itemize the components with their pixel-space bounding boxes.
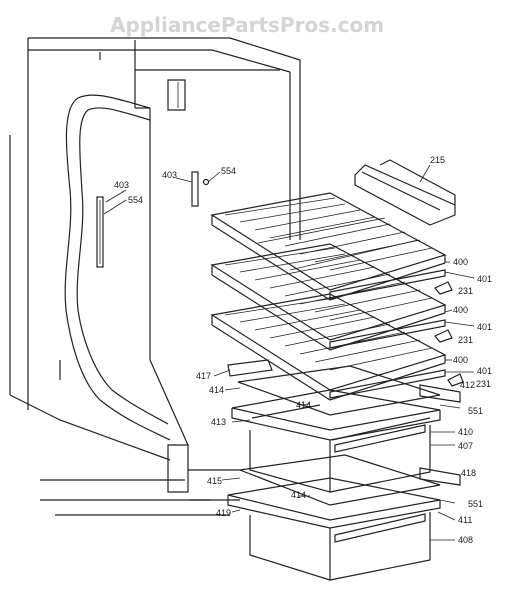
label-215: 215 bbox=[430, 155, 445, 165]
label-400-bottom: 400 bbox=[453, 355, 468, 365]
label-407: 407 bbox=[458, 441, 473, 451]
label-231-top: 231 bbox=[458, 286, 473, 296]
drawer-rail-418 bbox=[419, 467, 461, 486]
cabinet-frame bbox=[9, 37, 301, 516]
shelf-rail-bottom bbox=[329, 369, 446, 399]
label-551-upper: 551 bbox=[468, 406, 483, 416]
label-231-bottom: 231 bbox=[476, 379, 491, 389]
shelf-bin-215 bbox=[354, 159, 456, 226]
label-415: 415 bbox=[207, 476, 222, 486]
clip-231-middle bbox=[434, 329, 453, 343]
label-231-middle: 231 bbox=[458, 335, 473, 345]
label-401-middle: 401 bbox=[477, 322, 492, 332]
label-414-upper: 414 bbox=[209, 385, 224, 395]
clip-231-top bbox=[434, 281, 453, 295]
crisper-drawer-lower bbox=[227, 477, 441, 581]
label-413: 413 bbox=[211, 417, 226, 427]
wire-shelf-bottom bbox=[210, 293, 447, 401]
label-554-left: 554 bbox=[128, 195, 143, 205]
label-403-left: 403 bbox=[114, 180, 129, 190]
label-403-right: 403 bbox=[162, 170, 177, 180]
label-412: 412 bbox=[460, 380, 475, 390]
label-401-top: 401 bbox=[477, 274, 492, 284]
shelf-rail-middle bbox=[329, 319, 446, 349]
label-418: 418 bbox=[461, 468, 476, 478]
crisper-cover-415 bbox=[237, 454, 441, 506]
label-419: 419 bbox=[216, 508, 231, 518]
label-417: 417 bbox=[196, 371, 211, 381]
drawer-rail-412 bbox=[419, 384, 461, 403]
label-410: 410 bbox=[458, 427, 473, 437]
label-411: 411 bbox=[458, 515, 472, 525]
label-408: 408 bbox=[458, 535, 473, 545]
label-554-right: 554 bbox=[221, 166, 236, 176]
label-400-top: 400 bbox=[453, 257, 468, 267]
label-400-middle: 400 bbox=[453, 305, 468, 315]
wire-shelf-middle bbox=[210, 243, 447, 351]
label-551-lower: 551 bbox=[468, 499, 483, 509]
label-414-drawer: 414 bbox=[296, 400, 311, 410]
wire-shelf-top bbox=[210, 192, 447, 301]
leader-lines bbox=[103, 164, 475, 541]
cover-support-417 bbox=[227, 359, 273, 377]
clip-231-bottom bbox=[447, 373, 464, 387]
crisper-cover-414 bbox=[237, 365, 441, 416]
shelf-rail-top bbox=[329, 269, 446, 299]
shelf-support-right bbox=[191, 171, 210, 207]
shelf-support-left bbox=[96, 196, 104, 268]
crisper-drawer-upper bbox=[231, 389, 441, 493]
watermark-text: AppliancePartsPros.com bbox=[110, 13, 384, 37]
label-414-lower: 414 bbox=[291, 490, 306, 500]
label-401-bottom: 401 bbox=[477, 366, 492, 376]
